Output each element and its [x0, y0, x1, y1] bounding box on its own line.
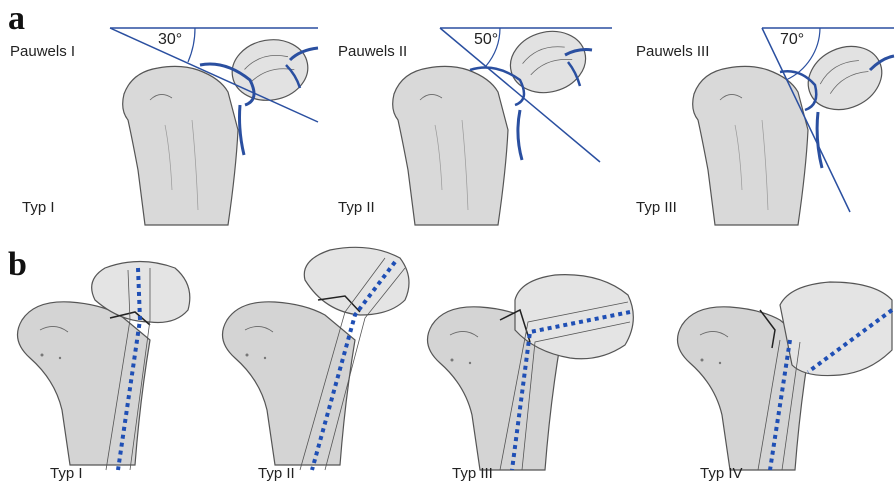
pauwels-ii-angle: 50°: [474, 32, 498, 48]
garden-typ-i-figure: [18, 262, 190, 471]
pauwels-i-angle: 30°: [158, 32, 182, 48]
typ-ii-label-b: Typ II: [258, 466, 295, 481]
typ-iii-label-b: Typ III: [452, 466, 493, 481]
pauwels-ii-figure: [393, 23, 612, 225]
typ-ii-label-a: Typ II: [338, 200, 375, 215]
panel-a-letter: a: [8, 2, 25, 36]
pauwels-iii-figure: [693, 28, 894, 225]
typ-i-label-b: Typ I: [50, 466, 83, 481]
pauwels-ii-label: Pauwels II: [338, 44, 407, 59]
pauwels-i-label: Pauwels I: [10, 44, 75, 59]
typ-iv-label-b: Typ IV: [700, 466, 743, 481]
garden-typ-iii-figure: [428, 275, 634, 470]
pauwels-iii-angle: 70°: [780, 32, 804, 48]
garden-typ-iv-figure: [678, 282, 893, 470]
garden-typ-ii-figure: [223, 247, 410, 470]
panel-b-letter: b: [8, 248, 27, 282]
typ-i-label-a: Typ I: [22, 200, 55, 215]
pauwels-iii-label: Pauwels III: [636, 44, 709, 59]
typ-iii-label-a: Typ III: [636, 200, 677, 215]
pauwels-i-figure: [110, 28, 318, 225]
